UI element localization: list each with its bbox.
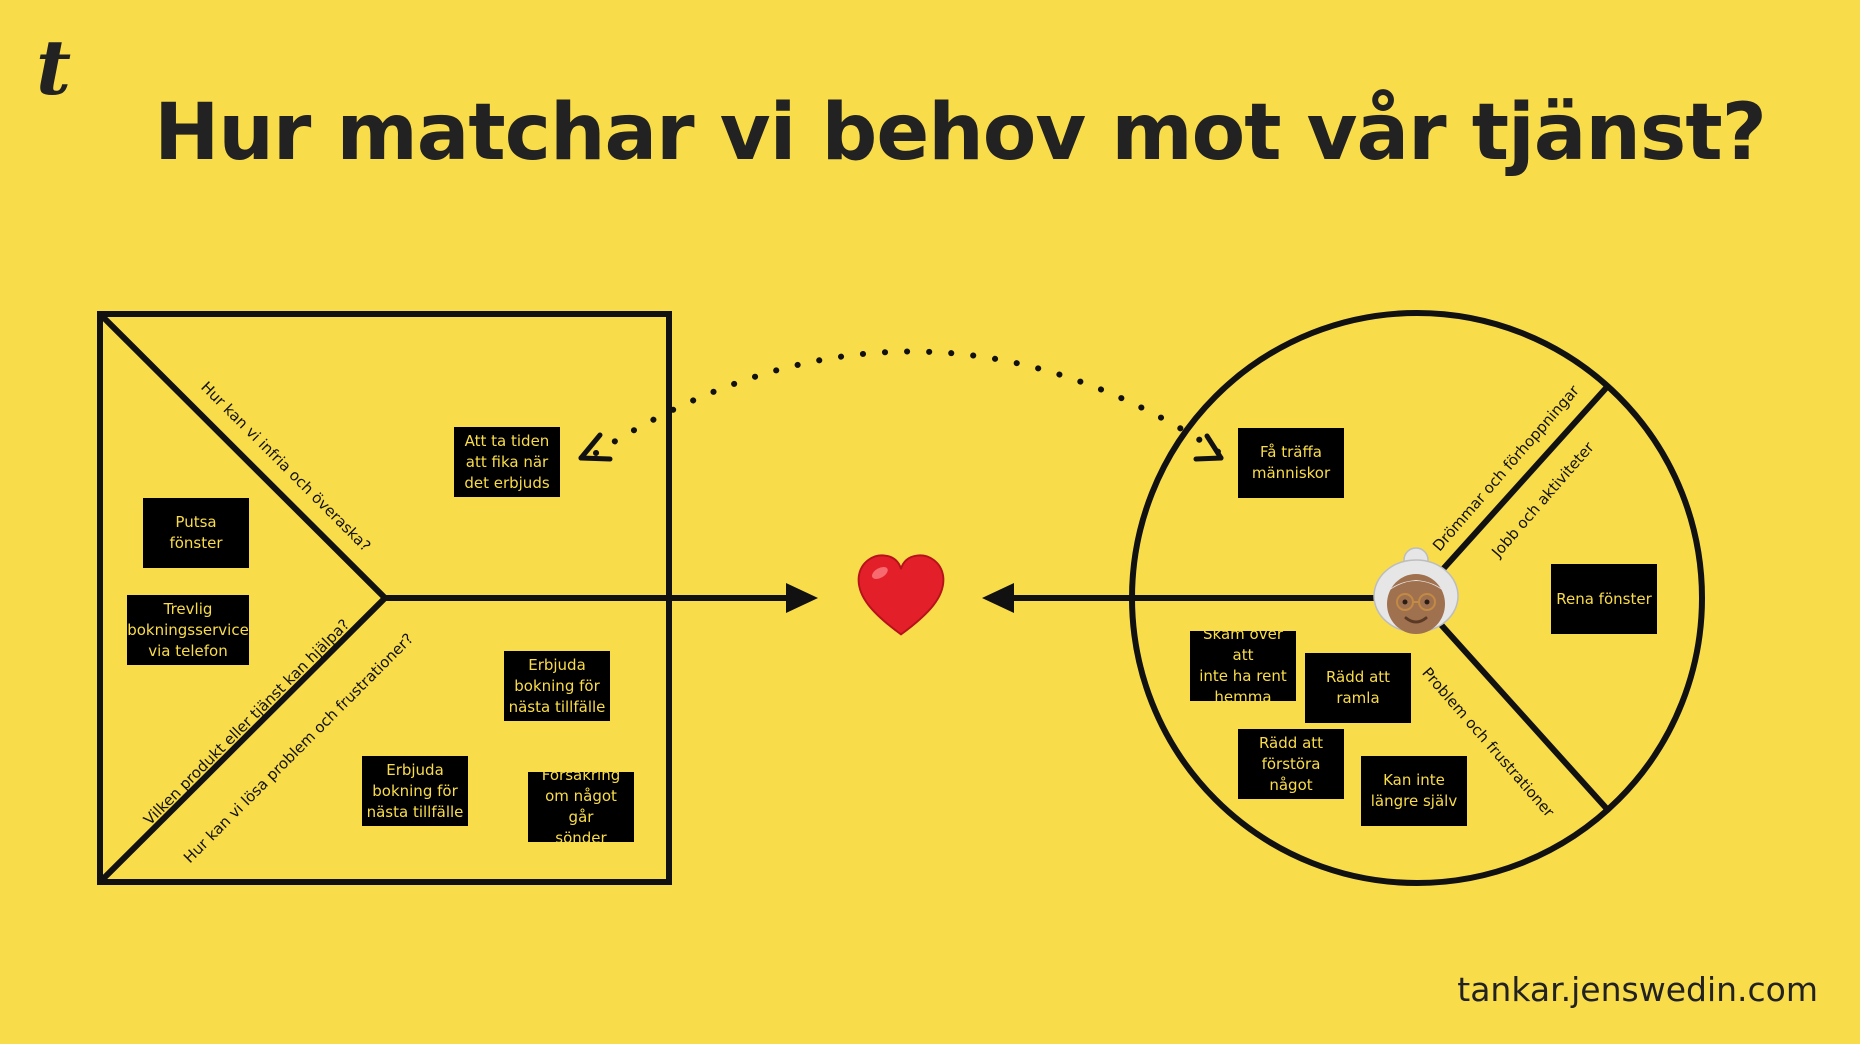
older-woman-icon [1373,547,1459,634]
sticky-note: Kan inte längre själv [1361,756,1467,826]
sticky-note: Erbjuda bokning för nästa tillfälle [504,651,610,721]
sticky-note: Rädd att ramla [1305,653,1411,723]
sticky-note: Få träffa människor [1238,428,1344,498]
arc-arrow-left [578,432,613,462]
sticky-note: Trevlig bokningsservice via telefon [127,595,249,665]
dotted-fit-arc [593,348,1223,456]
sticky-note: Erbjuda bokning för nästa tillfälle [362,756,468,826]
customer-profile-circle [1002,310,1705,886]
sticky-note: Försäkring om något går sönder [528,766,634,847]
page-title: Hur matchar vi behov mot vår tjänst? [154,88,1767,178]
sticky-note: Skam över att inte ha rent hemma [1190,625,1296,706]
arc-arrow-right [1193,433,1224,462]
left-arrow-head [982,583,1014,613]
sticky-note: Rena fönster [1551,564,1657,634]
brand-logo: t [36,23,72,112]
sticky-note: Att ta tiden att fika när det erbjuds [454,427,560,497]
value-map-square [97,311,795,885]
heart-icon [857,554,945,636]
sticky-note: Rädd att förstöra något [1238,729,1344,799]
sticky-note: Putsa fönster [143,498,249,568]
site-url: tankar.jenswedin.com [1457,970,1818,1009]
right-arrow-head [786,583,818,613]
